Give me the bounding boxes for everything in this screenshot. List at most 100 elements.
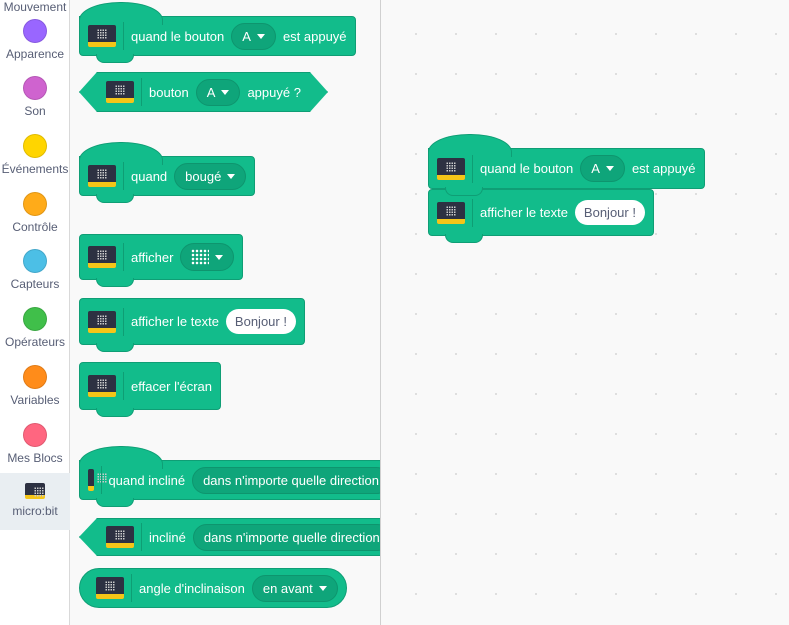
category-label: Apparence	[5, 47, 65, 61]
looks-dot-icon	[23, 19, 47, 43]
category-label: micro:bit	[12, 504, 58, 518]
dropdown-value: dans n'importe quelle direction	[203, 529, 380, 545]
block-text: est appuyé	[631, 161, 696, 176]
category-motion[interactable]: Mouvement	[0, 0, 70, 29]
dropdown-value: A	[206, 84, 216, 100]
block-text: quand	[131, 168, 168, 184]
category-label: Contrôle	[12, 220, 58, 234]
sound-dot-icon	[23, 76, 47, 100]
category-label: Capteurs	[10, 277, 60, 291]
when-tilted-block[interactable]: quand incliné dans n'importe quelle dire…	[79, 446, 380, 507]
block-text: quand le bouton	[131, 28, 225, 44]
variables-dot-icon	[23, 365, 47, 389]
microbit-icon	[88, 165, 116, 187]
microbit-icon	[88, 375, 116, 397]
script-workspace[interactable]: afficher le texte Bonjour ! quand le bou…	[382, 0, 789, 625]
tilt-direction-dropdown[interactable]: dans n'importe quelle direction	[192, 466, 380, 494]
dropdown-value: A	[242, 28, 251, 44]
category-my-blocks[interactable]: Mes Blocs	[0, 423, 70, 480]
block-text: quand le bouton	[480, 161, 574, 176]
block-palette: quand le bouton A est appuyé bouton A ap…	[71, 0, 381, 625]
microbit-icon	[88, 310, 116, 333]
ws-when-button-pressed-block[interactable]: quand le bouton A est appuyé	[428, 134, 705, 196]
microbit-icon	[437, 201, 465, 224]
tilt-direction-dropdown[interactable]: dans n'importe quelle direction	[193, 524, 381, 551]
operators-dot-icon	[23, 307, 47, 331]
tilted-block[interactable]: incliné dans n'importe quelle direction	[79, 518, 381, 556]
microbit-icon	[106, 81, 134, 103]
category-label: Variables	[10, 393, 60, 407]
caret-down-icon	[227, 173, 236, 179]
matrix-dropdown[interactable]	[180, 243, 235, 271]
microbit-icon	[25, 483, 45, 499]
my-blocks-dot-icon	[23, 423, 47, 447]
heart-matrix-icon	[191, 249, 210, 265]
category-operators[interactable]: Opérateurs	[0, 307, 70, 364]
microbit-icon	[88, 246, 116, 268]
ws-display-text-block[interactable]: afficher le texte Bonjour !	[428, 189, 654, 243]
category-looks[interactable]: Apparence	[0, 19, 70, 76]
button-dropdown[interactable]: A	[580, 155, 625, 182]
block-text: appuyé ?	[247, 84, 301, 100]
divider	[123, 307, 124, 336]
dropdown-value: en avant	[262, 580, 313, 596]
block-text: est appuyé	[282, 28, 347, 44]
tilt-angle-block[interactable]: angle d'inclinaison en avant	[79, 568, 347, 608]
category-label: Mes Blocs	[7, 451, 63, 465]
microbit-icon	[96, 577, 124, 599]
category-label: Mouvement	[3, 0, 67, 14]
microbit-icon	[437, 157, 465, 180]
display-block[interactable]: afficher	[79, 234, 244, 287]
caret-down-icon	[256, 33, 265, 39]
category-label: Événements	[1, 162, 69, 176]
divider	[472, 198, 473, 227]
dropdown-value: dans n'importe quelle direction	[203, 472, 379, 488]
category-sidebar: Mouvement Apparence Son Événements Contr…	[0, 0, 70, 625]
category-microbit[interactable]: micro:bit	[0, 473, 70, 530]
when-button-pressed-block[interactable]: quand le bouton A est appuyé	[79, 2, 356, 63]
block-text: effacer l'écran	[131, 378, 213, 394]
divider	[141, 78, 142, 106]
button-dropdown[interactable]: A	[196, 79, 241, 106]
category-label: Opérateurs	[4, 335, 66, 349]
microbit-icon	[88, 469, 108, 491]
text-input[interactable]: Bonjour !	[574, 200, 645, 225]
category-control[interactable]: Contrôle	[0, 192, 70, 249]
divider	[141, 523, 142, 551]
divider	[472, 154, 473, 183]
control-dot-icon	[23, 192, 47, 216]
sensing-dot-icon	[23, 249, 47, 273]
caret-down-icon	[221, 90, 229, 95]
category-label: Son	[24, 104, 46, 118]
gesture-dropdown[interactable]: bougé	[174, 162, 247, 190]
caret-down-icon	[215, 254, 224, 260]
block-text: quand incliné	[108, 472, 186, 488]
category-sound[interactable]: Son	[0, 76, 70, 133]
when-moved-block[interactable]: quand bougé	[79, 142, 256, 203]
button-dropdown[interactable]: A	[231, 22, 276, 50]
block-text: incliné	[149, 529, 186, 545]
block-text: afficher le texte	[131, 314, 219, 329]
button-pressed-block[interactable]: bouton A appuyé ?	[79, 72, 328, 112]
caret-down-icon	[318, 585, 327, 591]
divider	[123, 243, 124, 271]
events-dot-icon	[23, 134, 47, 158]
text-input[interactable]: Bonjour !	[225, 309, 296, 334]
tilt-direction-dropdown[interactable]: en avant	[251, 574, 338, 602]
category-variables[interactable]: Variables	[0, 365, 70, 422]
block-text: angle d'inclinaison	[139, 580, 245, 596]
caret-down-icon	[605, 166, 614, 171]
dropdown-value: bougé	[185, 168, 222, 184]
display-text-block[interactable]: afficher le texte Bonjour !	[79, 298, 305, 352]
block-text: bouton	[149, 84, 189, 100]
category-events[interactable]: Événements	[0, 134, 70, 191]
dropdown-value: A	[591, 161, 600, 176]
divider	[123, 22, 124, 50]
microbit-icon	[106, 526, 134, 548]
microbit-icon	[88, 25, 116, 47]
category-sensing[interactable]: Capteurs	[0, 249, 70, 306]
divider	[123, 162, 124, 190]
divider	[131, 574, 132, 602]
clear-screen-block[interactable]: effacer l'écran	[79, 362, 222, 417]
block-text: afficher le texte	[480, 205, 568, 220]
